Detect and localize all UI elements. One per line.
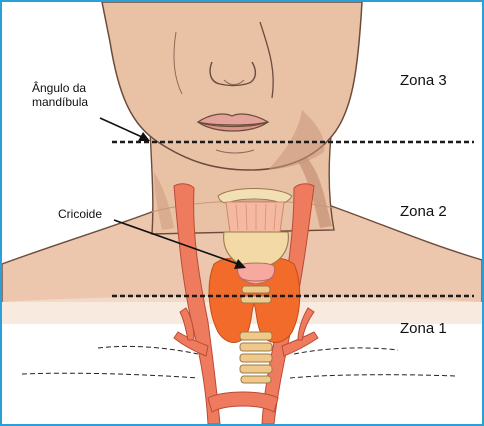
zone-3-label: Zona 3 (400, 72, 447, 89)
angle-label-line1: Ângulo da (32, 82, 88, 96)
angle-of-mandible-label: Ângulo da mandíbula (32, 82, 88, 110)
trachea (240, 286, 272, 383)
zone-2-label: Zona 2 (400, 203, 447, 220)
cricoid-label: Cricoide (58, 208, 102, 222)
angle-label-line2: mandíbula (32, 96, 88, 110)
zone-1-label: Zona 1 (400, 320, 447, 337)
